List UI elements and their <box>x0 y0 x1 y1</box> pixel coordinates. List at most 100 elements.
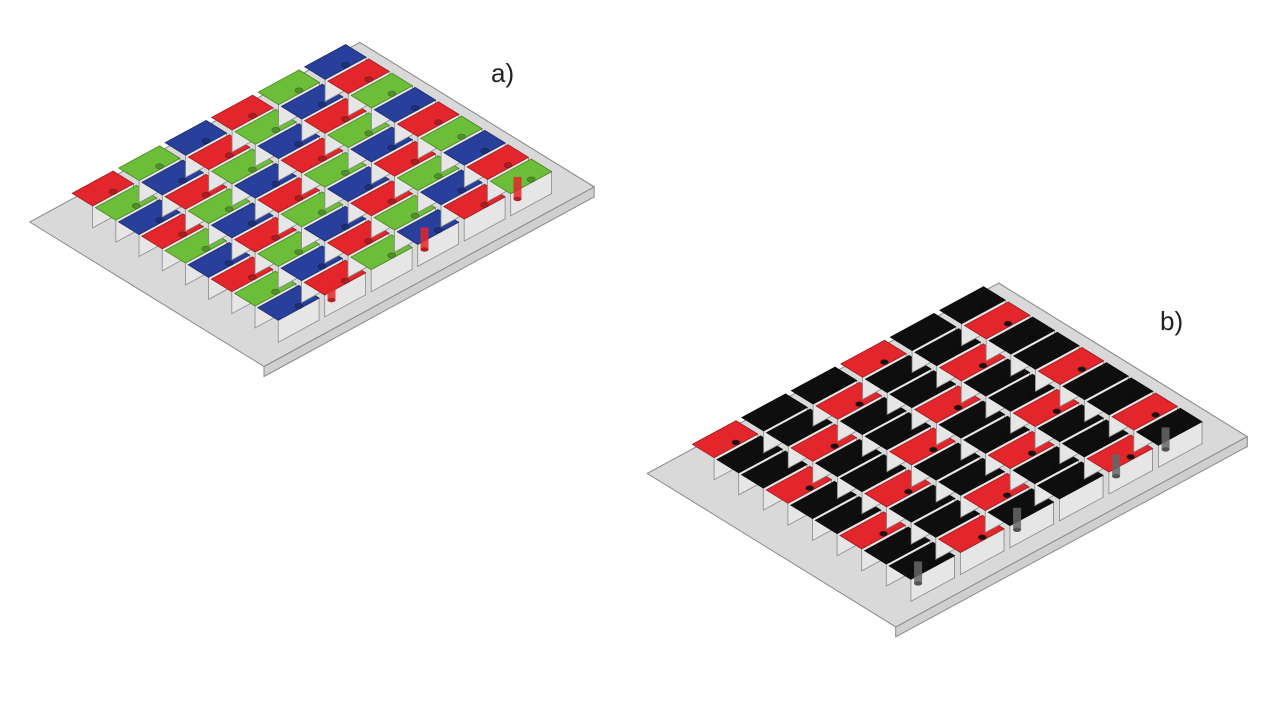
panel-b-label: b) <box>1160 306 1184 336</box>
contact-dot <box>1101 438 1111 445</box>
contact-dot <box>1077 366 1087 373</box>
contact-dot <box>805 427 815 434</box>
contact-dot <box>340 223 350 230</box>
filter-black <box>741 393 808 432</box>
contact-dot <box>879 473 889 480</box>
contact-dot <box>225 152 234 159</box>
contact-dot <box>1175 427 1185 433</box>
contact-dot <box>433 173 443 180</box>
via-body <box>914 561 923 584</box>
via-column <box>327 278 336 303</box>
contact-dot <box>480 201 490 208</box>
contact-dot <box>271 288 280 295</box>
contact-dot <box>1027 450 1037 457</box>
contact-dot <box>829 500 839 507</box>
contact-dot <box>904 431 914 438</box>
contact-dot <box>248 274 257 281</box>
contact-dot <box>854 458 864 465</box>
contact-dot <box>780 469 790 476</box>
contact-dot <box>340 277 350 284</box>
filter-blue <box>373 87 437 123</box>
contact-dot <box>978 362 988 369</box>
contact-dot <box>341 116 350 122</box>
filter-black <box>939 286 1006 325</box>
contact-dot <box>928 446 938 453</box>
contact-dot <box>410 212 420 219</box>
contact-dot <box>1027 507 1036 514</box>
contact-dot <box>805 485 815 491</box>
via-base <box>1013 527 1022 532</box>
contact-dot <box>341 62 350 68</box>
filter-red <box>1037 347 1105 385</box>
via-base <box>1112 474 1121 479</box>
contact-dot <box>731 439 741 446</box>
contact-dot <box>855 401 864 407</box>
panel-a-label: a) <box>491 58 515 88</box>
contact-dot <box>271 180 281 187</box>
contact-dot <box>928 561 938 567</box>
via-column <box>513 176 522 202</box>
via-column <box>420 227 429 252</box>
filter-black <box>790 366 858 405</box>
via-body <box>420 227 429 250</box>
filter-green <box>489 158 553 195</box>
contact-dot <box>830 443 839 449</box>
contact-dot <box>1102 381 1111 388</box>
contact-dot <box>1003 435 1012 441</box>
contact-dot <box>271 234 280 241</box>
filter-black <box>889 313 957 351</box>
contact-dot <box>1077 423 1086 430</box>
via-body <box>1112 454 1121 477</box>
contact-dot <box>433 227 443 233</box>
contact-dot <box>953 404 963 411</box>
filter-black <box>1062 362 1129 401</box>
filter-green <box>350 72 414 109</box>
contact-dot <box>201 245 211 252</box>
contact-dot <box>341 169 350 176</box>
contact-dot <box>271 127 281 133</box>
contact-dot <box>830 385 840 392</box>
contact-dot <box>434 119 443 126</box>
via-base <box>513 196 522 202</box>
contact-dot <box>364 76 374 83</box>
contact-dot <box>108 188 118 195</box>
via-body <box>513 176 522 199</box>
contact-dot <box>903 546 913 552</box>
contact-dot <box>953 461 963 468</box>
contact-dot <box>1028 335 1037 342</box>
filter-red <box>210 94 274 131</box>
contact-dot <box>317 209 327 216</box>
filter-red <box>396 101 460 138</box>
filter-green <box>117 145 181 182</box>
via-column <box>1112 454 1121 479</box>
filter-green <box>419 115 483 152</box>
contact-dot <box>364 130 374 137</box>
via-base <box>327 297 336 303</box>
contact-dot <box>387 90 397 97</box>
contact-dot <box>364 238 373 244</box>
contact-dot <box>201 191 211 198</box>
via-column <box>1013 507 1022 532</box>
contact-dot <box>457 187 466 194</box>
contact-dot <box>854 515 864 522</box>
via-base <box>420 247 429 252</box>
contact-dot <box>317 155 327 162</box>
filter-cell <box>937 514 1005 576</box>
filter-red <box>963 301 1031 340</box>
via-column <box>1161 427 1170 452</box>
panel-a-color-filter-array <box>28 41 596 378</box>
contact-dot <box>1003 377 1013 384</box>
filter-red <box>691 420 759 459</box>
contact-dot <box>928 503 938 510</box>
contact-dot <box>880 359 889 365</box>
contact-dot <box>526 176 536 183</box>
contact-dot <box>387 144 397 151</box>
filter-blue <box>303 44 367 80</box>
contact-dot <box>178 231 187 238</box>
via-body <box>327 278 336 301</box>
contact-dot <box>224 206 234 213</box>
contact-dot <box>387 198 397 205</box>
contact-dot <box>248 112 257 119</box>
contact-dot <box>178 177 188 184</box>
